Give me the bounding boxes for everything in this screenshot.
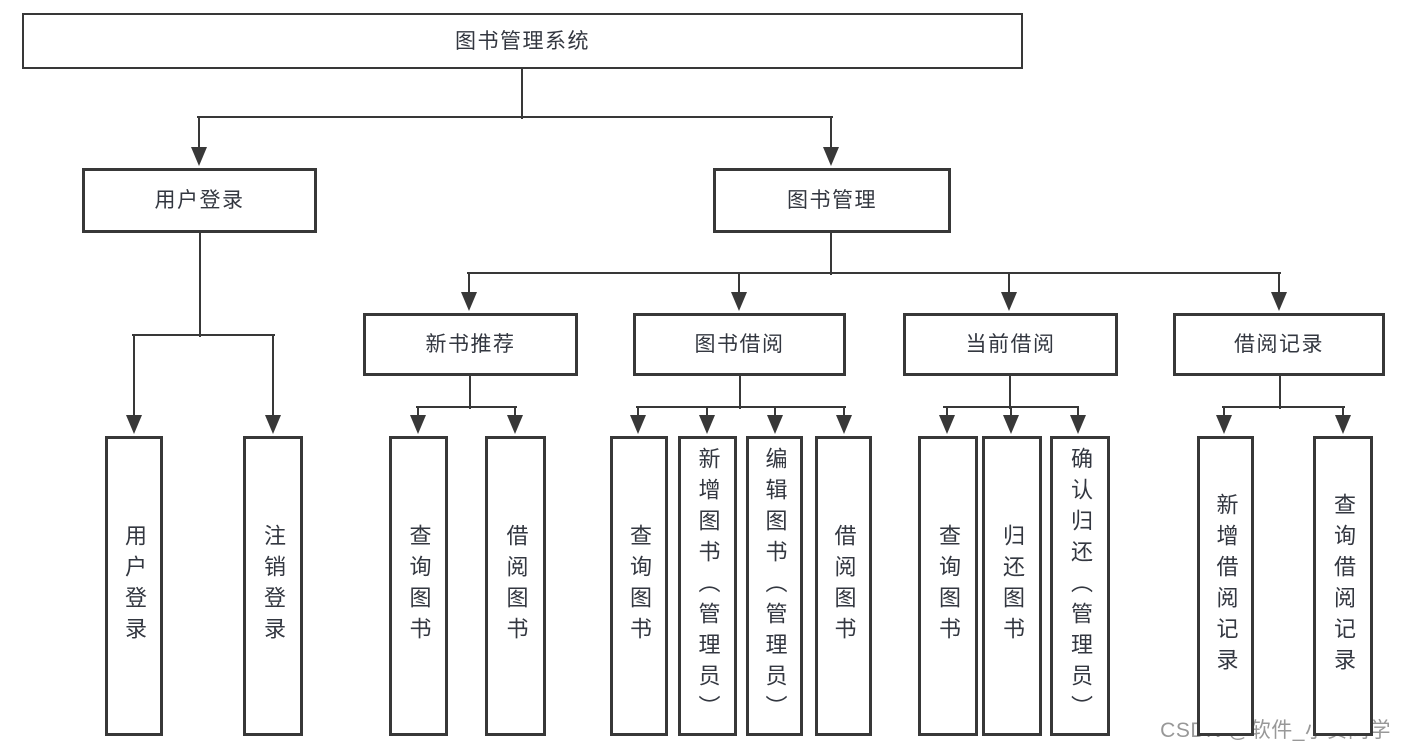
connector-arrow-shaft xyxy=(843,407,845,415)
connector-arrow-shaft xyxy=(1077,407,1079,415)
node-confirm-return-admin: 确认归还（管理员） xyxy=(1050,436,1110,736)
connector-arrow-shaft xyxy=(133,335,135,415)
connector-line xyxy=(1279,376,1281,409)
connector-arrow-shaft xyxy=(468,273,470,292)
arrowhead-down-icon xyxy=(1001,292,1017,311)
arrowhead-down-icon xyxy=(1335,415,1351,434)
node-borrow-books-recommend: 借阅图书 xyxy=(485,436,546,736)
node-query-books-borrowing: 查询图书 xyxy=(610,436,668,736)
arrowhead-down-icon xyxy=(1070,415,1086,434)
connector-line xyxy=(132,334,275,336)
connector-arrow-shaft xyxy=(1223,407,1225,415)
node-book-management: 图书管理 xyxy=(713,168,951,233)
connector-line xyxy=(197,116,833,118)
connector-line xyxy=(830,233,832,275)
connector-arrow-shaft xyxy=(946,407,948,415)
node-user-login-action: 用户登录 xyxy=(105,436,163,736)
connector-line xyxy=(469,376,471,409)
node-query-books-current: 查询图书 xyxy=(918,436,978,736)
node-add-borrowing-record: 新增借阅记录 xyxy=(1197,436,1254,736)
node-query-books-recommend: 查询图书 xyxy=(389,436,448,736)
connector-line xyxy=(1009,376,1011,409)
connector-line xyxy=(739,376,741,409)
connector-arrow-shaft xyxy=(272,335,274,415)
arrowhead-down-icon xyxy=(699,415,715,434)
connector-arrow-shaft xyxy=(1278,273,1280,292)
connector-arrow-shaft xyxy=(830,117,832,147)
connector-arrow-shaft xyxy=(1342,407,1344,415)
connector-line xyxy=(199,233,201,337)
node-current-borrowing: 当前借阅 xyxy=(903,313,1118,376)
connector-line xyxy=(636,406,846,408)
arrowhead-down-icon xyxy=(191,147,207,166)
arrowhead-down-icon xyxy=(630,415,646,434)
node-new-book-recommendation: 新书推荐 xyxy=(363,313,578,376)
arrowhead-down-icon xyxy=(461,292,477,311)
node-borrowing-records: 借阅记录 xyxy=(1173,313,1385,376)
arrowhead-down-icon xyxy=(823,147,839,166)
node-add-books-admin: 新增图书（管理员） xyxy=(678,436,737,736)
connector-arrow-shaft xyxy=(1008,273,1010,292)
arrowhead-down-icon xyxy=(1271,292,1287,311)
arrowhead-down-icon xyxy=(1003,415,1019,434)
arrowhead-down-icon xyxy=(1216,415,1232,434)
arrowhead-down-icon xyxy=(836,415,852,434)
arrowhead-down-icon xyxy=(507,415,523,434)
node-query-borrowing-record: 查询借阅记录 xyxy=(1313,436,1373,736)
connector-line xyxy=(467,272,1281,274)
node-library-management-system: 图书管理系统 xyxy=(22,13,1023,69)
connector-arrow-shaft xyxy=(774,407,776,415)
connector-arrow-shaft xyxy=(417,407,419,415)
arrowhead-down-icon xyxy=(939,415,955,434)
arrowhead-down-icon xyxy=(410,415,426,434)
arrowhead-down-icon xyxy=(265,415,281,434)
node-user-login: 用户登录 xyxy=(82,168,317,233)
arrowhead-down-icon xyxy=(126,415,142,434)
node-borrow-books-borrowing: 借阅图书 xyxy=(815,436,872,736)
connector-arrow-shaft xyxy=(198,117,200,147)
node-logout-action: 注销登录 xyxy=(243,436,303,736)
arrowhead-down-icon xyxy=(767,415,783,434)
connector-arrow-shaft xyxy=(637,407,639,415)
connector-line xyxy=(416,406,517,408)
connector-arrow-shaft xyxy=(1010,407,1012,415)
arrowhead-down-icon xyxy=(731,292,747,311)
connector-line xyxy=(1222,406,1345,408)
connector-arrow-shaft xyxy=(514,407,516,415)
node-return-books: 归还图书 xyxy=(982,436,1042,736)
connector-line xyxy=(521,69,523,119)
connector-arrow-shaft xyxy=(738,273,740,292)
node-edit-books-admin: 编辑图书（管理员） xyxy=(746,436,803,736)
connector-arrow-shaft xyxy=(706,407,708,415)
node-book-borrowing: 图书借阅 xyxy=(633,313,846,376)
